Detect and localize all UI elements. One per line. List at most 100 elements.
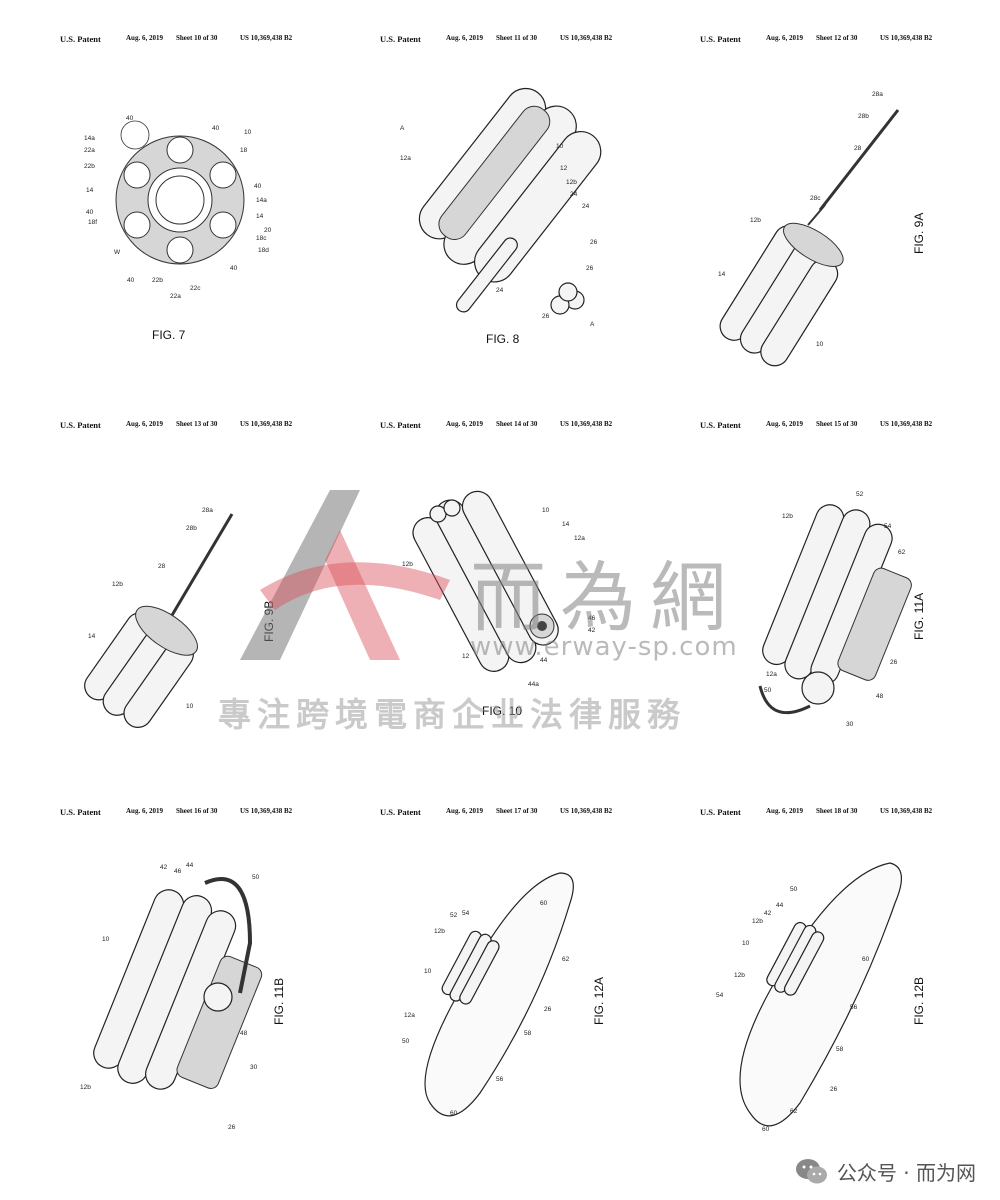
- fig-ref-label: 42: [160, 864, 168, 871]
- fig-ref-label: 52: [450, 912, 458, 919]
- fig-ref-label: 50: [764, 687, 772, 694]
- fig-ref-label: 12b: [434, 928, 445, 935]
- figure-caption: FIG. 10: [482, 704, 523, 718]
- patent-sheet-15: U.S. Patent Aug. 6, 2019 Sheet 15 of 30 …: [640, 386, 970, 772]
- fig-ref-label: 14: [88, 633, 96, 640]
- patent-label: U.S. Patent: [380, 34, 421, 44]
- fig-ref-label: 60: [762, 1126, 770, 1133]
- fig-ref-label: 12b: [750, 217, 761, 224]
- sheet-header: U.S. Patent Aug. 6, 2019 Sheet 14 of 30 …: [320, 420, 650, 432]
- fig-ref-label: 14: [718, 271, 726, 278]
- fig-ref-label: 26: [830, 1086, 838, 1093]
- fig-ref-label: 46: [588, 615, 596, 622]
- fig-ref-label: 10: [542, 507, 550, 514]
- watermark-url: www.erway-sp.com: [470, 632, 738, 662]
- fig-ref-label: 12b: [782, 513, 793, 520]
- sheet-header: U.S. Patent Aug. 6, 2019 Sheet 17 of 30 …: [320, 807, 650, 819]
- sheet-number: Sheet 13 of 30: [176, 420, 218, 428]
- patent-sheet-16: U.S. Patent Aug. 6, 2019 Sheet 16 of 30 …: [0, 773, 330, 1159]
- fig-ref-label: 22b: [84, 163, 95, 170]
- patent-label: U.S. Patent: [700, 34, 741, 44]
- fig-ref-label: 12b: [734, 972, 745, 979]
- fig-ref-label: 28: [854, 145, 862, 152]
- patent-label: U.S. Patent: [60, 34, 101, 44]
- fig-ref-label: 50: [790, 886, 798, 893]
- fig-ref-label: A: [590, 321, 595, 328]
- patent-date: Aug. 6, 2019: [126, 807, 163, 815]
- figure-caption: FIG. 11B: [272, 977, 286, 1025]
- figure-caption: FIG. 9B: [262, 600, 276, 642]
- fig11b-drawing: 42 46 44 50 10 48 30 26 12b: [80, 862, 263, 1131]
- patent-date: Aug. 6, 2019: [446, 420, 483, 428]
- fig-ref-label: 22c: [190, 285, 201, 292]
- fig-ref-label: 26: [890, 659, 898, 666]
- fig-ref-label: 52: [856, 491, 864, 498]
- fig-ref-label: 26: [228, 1124, 236, 1131]
- wechat-icon: [795, 1158, 827, 1183]
- patent-number: US 10,369,438 B2: [560, 34, 613, 42]
- patent-date: Aug. 6, 2019: [766, 807, 803, 815]
- fig-ref-label: 22a: [84, 147, 95, 154]
- fig-ref-label: 62: [562, 956, 570, 963]
- fig-ref-label: 14: [562, 521, 570, 528]
- fig11a-drawing: 12b 52 54 62 26 48 30 50 12a: [758, 491, 912, 728]
- fig-ref-label: 44: [776, 902, 784, 909]
- patent-number: US 10,369,438 B2: [240, 420, 293, 428]
- fig-ref-label: 18f: [88, 219, 97, 226]
- fig-ref-label: 26: [590, 239, 598, 246]
- patent-label: U.S. Patent: [60, 420, 101, 430]
- sheet-number: Sheet 14 of 30: [496, 420, 538, 428]
- fig-ref-label: 18c: [256, 235, 267, 242]
- fig-ref-label: 28b: [858, 113, 869, 120]
- fig-ref-label: A: [400, 125, 405, 132]
- fig10-drawing: 10 12b 14 12a 46 42 44 44a 12: [402, 490, 596, 688]
- fig-ref-label: 12b: [402, 561, 413, 568]
- fig-ref-label: 28b: [186, 525, 197, 532]
- fig-ref-label: 18d: [258, 247, 269, 254]
- fig-ref-label: 12a: [766, 671, 777, 678]
- patent-sheet-17: U.S. Patent Aug. 6, 2019 Sheet 17 of 30 …: [320, 773, 650, 1159]
- patent-sheet-12: U.S. Patent Aug. 6, 2019 Sheet 12 of 30 …: [640, 0, 970, 386]
- watermark-title: 而為網: [470, 553, 740, 642]
- sheet-number: Sheet 11 of 30: [496, 34, 538, 42]
- fig-ref-label: 24: [570, 191, 578, 198]
- patent-sheet-13: U.S. Patent Aug. 6, 2019 Sheet 13 of 30 …: [0, 386, 330, 772]
- fig9b-drawing: 28a 28b 28 12b 14 10: [84, 507, 234, 728]
- patent-number: US 10,369,438 B2: [240, 34, 293, 42]
- fig-ref-label: 12b: [80, 1084, 91, 1091]
- fig-ref-label: 48: [876, 693, 884, 700]
- sheet-header: U.S. Patent Aug. 6, 2019 Sheet 18 of 30 …: [640, 807, 970, 819]
- fig-ref-label: 54: [716, 992, 724, 999]
- patent-number: US 10,369,438 B2: [560, 420, 613, 428]
- fig-ref-label: 14a: [84, 135, 95, 142]
- patent-date: Aug. 6, 2019: [766, 34, 803, 42]
- patent-label: U.S. Patent: [700, 807, 741, 817]
- fig-ref-label: 42: [764, 910, 772, 917]
- fig-ref-label: 12a: [404, 1012, 415, 1019]
- fig-ref-label: 12b: [112, 581, 123, 588]
- fig-ref-label: 60: [540, 900, 548, 907]
- fig-ref-label: 14: [256, 213, 264, 220]
- fig-ref-label: 14a: [256, 197, 267, 204]
- patent-date: Aug. 6, 2019: [126, 420, 163, 428]
- fig-ref-label: 18: [240, 147, 248, 154]
- patent-date: Aug. 6, 2019: [126, 34, 163, 42]
- sheet-number: Sheet 16 of 30: [176, 807, 218, 815]
- fig-ref-label: 58: [836, 1046, 844, 1053]
- sheet-header: U.S. Patent Aug. 6, 2019 Sheet 13 of 30 …: [0, 420, 330, 432]
- fig-ref-label: 12: [560, 165, 568, 172]
- fig-ref-label: 50: [252, 874, 260, 881]
- fig-ref-label: 12b: [566, 179, 577, 186]
- fig-ref-label: 30: [846, 721, 854, 728]
- fig-ref-label: 30: [250, 1064, 258, 1071]
- fig9a-drawing: 28a 28b 28 28c 12b 14 10: [718, 91, 900, 367]
- figure-caption: FIG. 12B: [912, 976, 926, 1025]
- fig8-drawing: A 12a 10 12 12b 24 24 26 26 24 26 A: [400, 87, 602, 328]
- fig-ref-label: 60: [450, 1110, 458, 1117]
- fig-ref-label: 24: [582, 203, 590, 210]
- sheet-number: Sheet 17 of 30: [496, 807, 538, 815]
- fig-ref-label: 42: [588, 627, 596, 634]
- patent-label: U.S. Patent: [700, 420, 741, 430]
- patent-date: Aug. 6, 2019: [766, 420, 803, 428]
- sheet-header: U.S. Patent Aug. 6, 2019 Sheet 16 of 30 …: [0, 807, 330, 819]
